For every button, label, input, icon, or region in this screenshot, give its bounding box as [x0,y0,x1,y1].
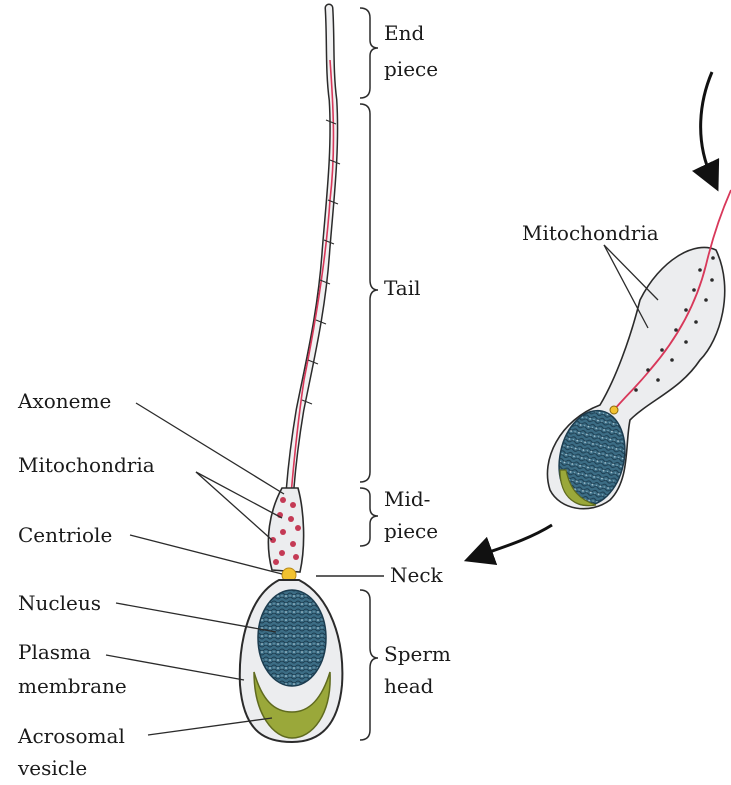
region-labels: End piece Tail Mid- piece Neck Sperm hea… [384,21,451,698]
inset-centriole [610,406,618,414]
label-midpiece-1: Mid- [384,487,430,511]
inset-leader-2 [604,245,648,328]
label-centriole: Centriole [18,523,112,547]
inset-leader-1 [604,245,658,300]
label-end-piece-1: End [384,21,424,45]
sperm-midpiece [268,488,303,582]
label-plasma-membrane-1: Plasma [18,640,91,664]
label-end-piece-2: piece [384,57,438,81]
arrow-top [701,72,712,178]
arrow-bottom [478,525,552,556]
label-nucleus: Nucleus [18,591,101,615]
label-sperm-head-1: Sperm [384,642,451,666]
label-plasma-membrane-2: membrane [18,674,127,698]
label-neck: Neck [390,563,444,587]
part-labels: Axoneme Mitochondria Centriole Nucleus P… [17,389,155,780]
label-sperm-head-2: head [384,674,434,698]
nucleus [258,590,326,686]
label-midpiece-2: piece [384,519,438,543]
label-acrosomal-vesicle-2: vesicle [17,756,87,780]
label-mitochondria: Mitochondria [18,453,155,477]
label-acrosomal-vesicle-1: Acrosomal [17,724,125,748]
sperm-tail [290,8,340,495]
inset-sperm: Mitochondria [478,72,731,556]
label-axoneme: Axoneme [17,389,111,413]
sperm-head [240,580,343,742]
inset-label-mitochondria: Mitochondria [522,221,659,245]
label-tail: Tail [384,276,421,300]
